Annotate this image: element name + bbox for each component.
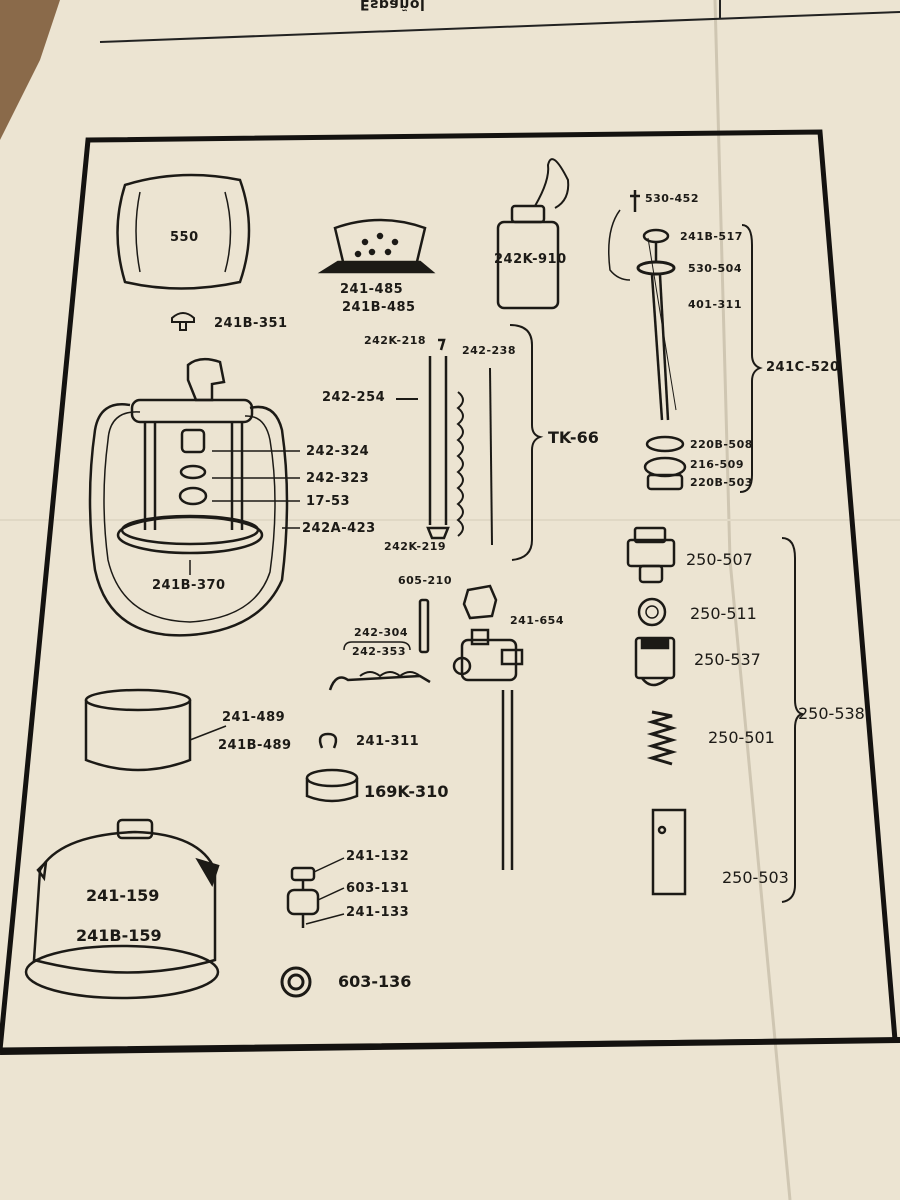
label-eccentric: 242-353 — [352, 645, 406, 658]
label-valve-stem: 250-537 — [694, 650, 761, 669]
ventilator-drawing — [317, 218, 436, 274]
check-valve-drawing — [643, 435, 687, 491]
label-generator-tube: 242-254 — [322, 390, 386, 405]
label-ventilator-2: 241B-485 — [342, 300, 416, 315]
valve-assembly-drawing — [626, 526, 687, 896]
label-filler-cap: 169K-310 — [364, 782, 449, 801]
label-clip: 241-311 — [356, 734, 420, 749]
label-pump-rod: 401-311 — [688, 298, 742, 311]
label-nut-top: 241B-351 — [214, 316, 288, 331]
label-check-valve-3: 220B-503 — [690, 476, 753, 489]
label-generator-nut: 605-210 — [398, 574, 452, 587]
label-knob-1: 241-132 — [346, 849, 410, 864]
label-valve-body: 250-507 — [686, 550, 753, 569]
pump-rod-drawing — [608, 190, 677, 421]
label-ventilator-1: 241-485 — [340, 282, 404, 297]
fount-drawing — [24, 818, 220, 1000]
knob-leaders — [305, 857, 345, 925]
generator-kit-brace — [509, 324, 544, 561]
label-check-valve-1: 220B-508 — [690, 438, 753, 451]
fold-line — [713, 0, 792, 1200]
label-generator-needle: 242K-219 — [384, 540, 447, 553]
label-knob-2: 603-131 — [346, 881, 410, 896]
label-fount-2: 241B-159 — [76, 926, 162, 945]
label-knob-3: 241-133 — [346, 905, 410, 920]
label-pump-washer: 530-504 — [688, 262, 742, 275]
fuel-valve-drawing — [328, 584, 524, 870]
header-rule — [99, 11, 900, 43]
label-burner-base: 241B-370 — [152, 578, 226, 593]
label-pump-rod-cap: 241B-517 — [680, 230, 743, 243]
label-mixer: 242-323 — [306, 471, 370, 486]
label-fuel-valve: 241-654 — [510, 614, 564, 627]
label-tip-cleaner-screw: 242K-218 — [364, 334, 427, 347]
generator-kit-drawing — [426, 338, 493, 546]
label-fuel-can: 242K-910 — [494, 252, 567, 267]
globe-drawing — [116, 173, 251, 290]
label-check-valve-2: 216-509 — [690, 458, 744, 471]
label-fount-1: 241-159 — [86, 886, 160, 905]
filler-cap-drawing — [305, 768, 359, 803]
label-gasket: 603-136 — [338, 972, 412, 991]
label-valve-plate: 250-503 — [722, 868, 789, 887]
label-burner-nut: 17-53 — [306, 494, 351, 509]
label-valve-spring: 250-501 — [708, 728, 775, 747]
header-text: Español — [360, 0, 426, 12]
frame-leaders — [189, 450, 300, 575]
frame-drawing — [88, 357, 289, 637]
label-mantle-cap: 242-324 — [306, 444, 370, 459]
knob-drawing — [286, 866, 320, 928]
label-valve-assembly: 250-538 — [798, 704, 865, 723]
label-frame: 242A-423 — [302, 521, 376, 536]
nut-top-drawing — [171, 312, 195, 331]
gasket-drawing — [280, 966, 312, 998]
clip-drawing — [318, 732, 338, 749]
label-pump-assembly: 241C-520 — [766, 360, 840, 375]
label-heat-shield-1: 241-489 — [222, 710, 286, 725]
label-tip-cleaner-wire: 242-238 — [462, 344, 516, 357]
label-valve-washer: 250-511 — [690, 604, 757, 623]
heat-shield-drawing — [84, 688, 227, 772]
pump-assembly-brace — [739, 224, 763, 493]
bottom-rule — [0, 1037, 900, 1055]
valve-assembly-brace — [781, 537, 806, 903]
label-generator-kit: TK-66 — [548, 428, 599, 447]
label-heat-shield-2: 241B-489 — [218, 738, 292, 753]
label-screw-top: 530-452 — [645, 192, 699, 205]
label-globe: 550 — [170, 230, 199, 245]
fuel-can-drawing — [496, 158, 570, 310]
label-valve-link: 242-304 — [354, 626, 408, 639]
